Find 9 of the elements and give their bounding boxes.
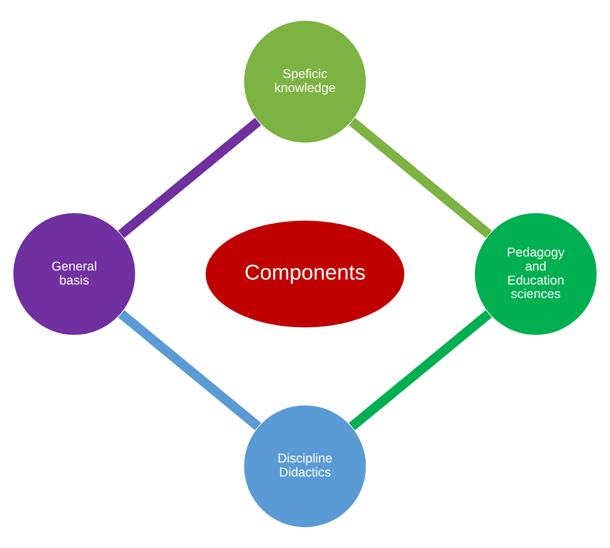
connector: [118, 118, 262, 238]
node-circle: Discipline Didactics: [243, 404, 367, 528]
node-circle: Pedagogy and Education sciences: [474, 212, 598, 336]
connector: [348, 310, 492, 430]
connector: [118, 310, 262, 430]
node-circle: Speficic knowledge: [243, 20, 367, 144]
node-circle: General basis: [12, 212, 136, 336]
connector: [348, 118, 492, 238]
node-ellipse: Components: [204, 220, 406, 328]
